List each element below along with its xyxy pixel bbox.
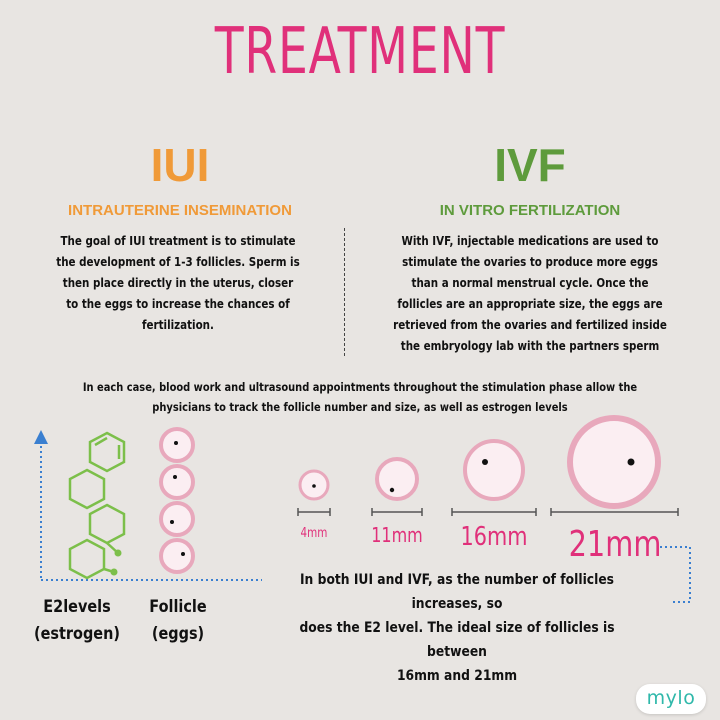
iui-line: The goal of IUI treatment is to stimulat… <box>60 234 296 248</box>
iui-line: the development of 1-3 follicles. Sperm … <box>56 255 300 269</box>
size-label-11mm: 11mm <box>371 523 423 547</box>
page-title: TREATMENT <box>214 15 506 89</box>
iui-line: then place directly in the uterus, close… <box>62 276 294 290</box>
conclusion-line: 16mm and 21mm <box>396 668 518 684</box>
mylo-logo: mylo <box>636 684 706 714</box>
follicle-4mm-icon <box>298 469 330 501</box>
conclusion-line: In both IUI and IVF, as the number of fo… <box>299 572 615 612</box>
ivf-line: stimulate the ovaries to produce more eg… <box>402 255 658 269</box>
follicle-label-line: Follicle <box>149 597 207 617</box>
follicle-label: Follicle (eggs) <box>136 594 221 648</box>
e2-label-line: E2levels <box>43 597 111 617</box>
follicle-11mm-icon <box>375 457 419 501</box>
monitoring-note: In each case, blood work and ultrasound … <box>50 377 669 417</box>
ivf-line: With IVF, injectable medications are use… <box>401 234 659 248</box>
e2-label: E2levels (estrogen) <box>30 594 124 648</box>
size-label-16mm: 16mm <box>460 522 528 552</box>
conclusion-line: does the E2 level. The ideal size of fol… <box>299 620 615 660</box>
iui-description: The goal of IUI treatment is to stimulat… <box>25 231 331 336</box>
iui-line: to the eggs to increase the chances of <box>66 297 290 311</box>
e2-label-line: (estrogen) <box>33 624 121 644</box>
e2-arrow-icon <box>34 430 262 581</box>
ivf-line: follicles are an appropriate size, the e… <box>397 297 663 311</box>
follicle-stack-icon <box>159 427 195 574</box>
ivf-line: the embryology lab with the partners spe… <box>400 339 660 353</box>
follicle-16mm-icon <box>463 439 525 501</box>
ivf-description: With IVF, injectable medications are use… <box>358 231 702 357</box>
estrogen-molecule-icon <box>68 431 126 580</box>
ivf-line: retrieved from the ovaries and fertilize… <box>393 318 667 332</box>
ivf-line: than a normal menstrual cycle. Once the <box>411 276 649 290</box>
iui-heading: IUI <box>150 139 210 191</box>
note-line: physicians to track the follicle number … <box>152 400 568 414</box>
follicle-21mm-icon <box>567 415 661 509</box>
ivf-subtitle: IN VITRO FERTILIZATION <box>439 202 621 219</box>
size-label-4mm: 4mm <box>300 526 328 541</box>
iui-subtitle: INTRAUTERINE INSEMINATION <box>68 202 292 219</box>
size-label-21mm: 21mm <box>568 524 662 565</box>
note-line: In each case, blood work and ultrasound … <box>82 380 638 394</box>
conclusion-text: In both IUI and IVF, as the number of fo… <box>277 568 638 688</box>
size-scale-bars <box>297 508 679 516</box>
follicle-label-line: (eggs) <box>151 624 205 644</box>
iui-line: fertilization. <box>142 318 214 332</box>
size-connector <box>660 546 691 603</box>
ivf-heading: IVF <box>494 139 566 191</box>
column-divider <box>344 228 345 356</box>
